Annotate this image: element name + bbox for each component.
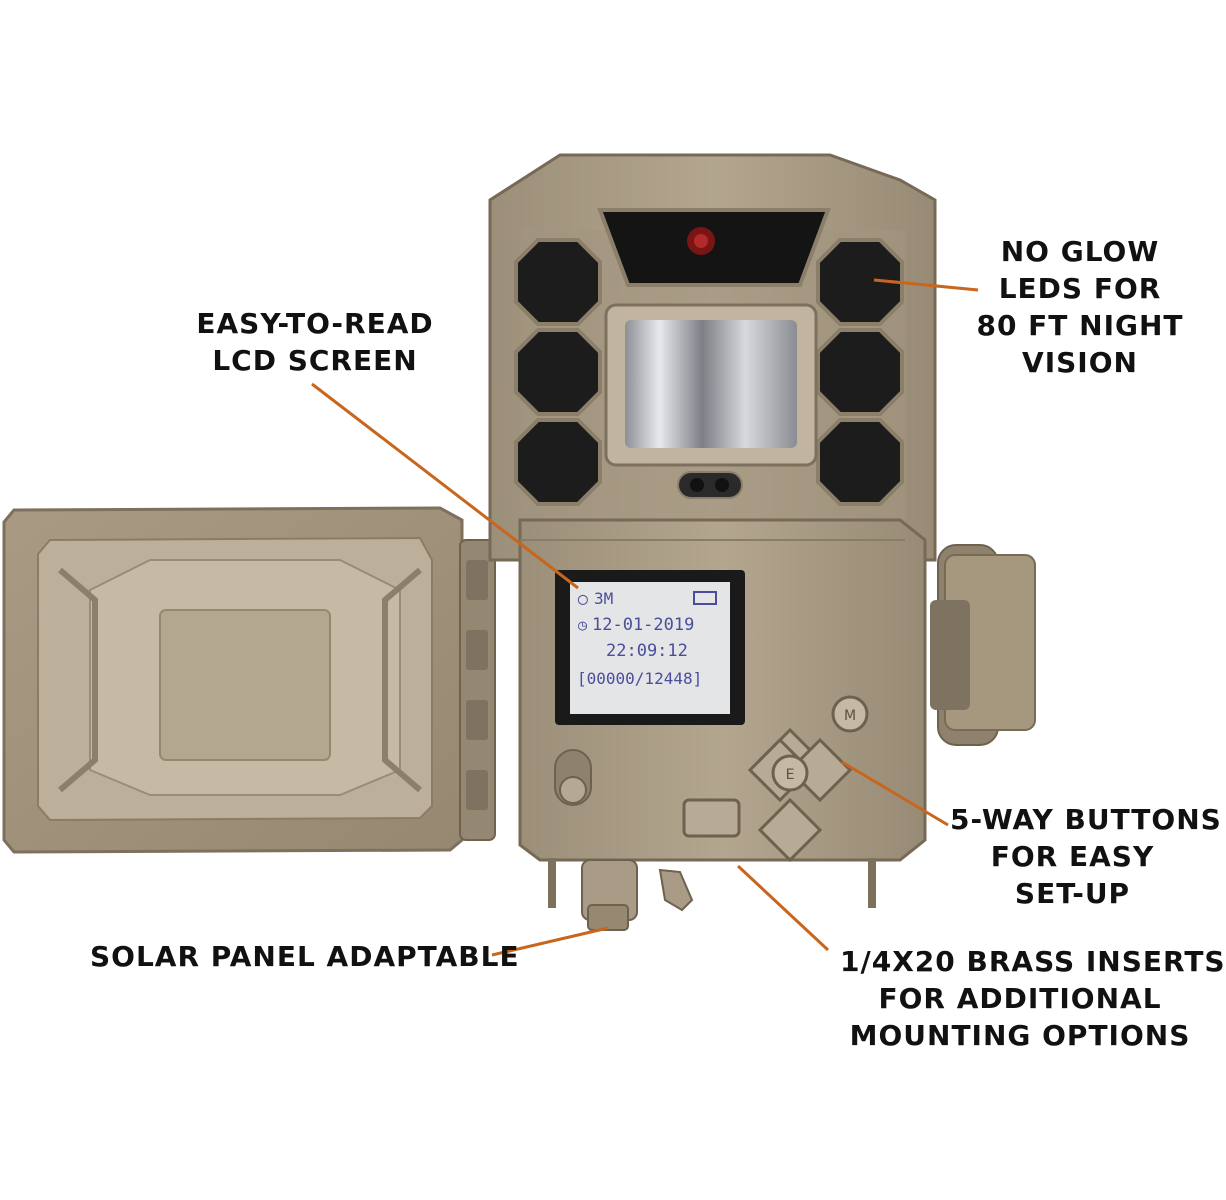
camera-icon: ◯ xyxy=(577,589,588,608)
battery-icon xyxy=(693,591,717,605)
callout-no-glow-leds: NO GLOW LEDS FOR 80 FT NIGHT VISION xyxy=(976,235,1184,379)
callout-lcd-screen: EASY-TO-READ LCD SCREEN xyxy=(196,307,434,377)
trigger-button[interactable] xyxy=(682,798,741,838)
pir-sensor xyxy=(604,303,818,467)
camera-lens-window xyxy=(597,208,831,287)
lcd-time: 22:09:12 xyxy=(606,641,688,661)
power-switch[interactable] xyxy=(554,749,592,806)
hinge xyxy=(459,539,496,841)
trail-camera-illustration: ◯ 3M ◷ 12-01-2019 22:09:12 [00000/12448]… xyxy=(2,153,1036,957)
solar-port xyxy=(581,859,694,931)
callout-brass-inserts: 1/4X20 BRASS INSERTS FOR ADDITIONAL MOUN… xyxy=(840,945,1226,1052)
ir-led-array xyxy=(514,238,904,506)
battery-door xyxy=(2,506,464,854)
lcd-clock-icon: ◷ xyxy=(578,616,587,634)
strap-latch xyxy=(930,544,1036,746)
enter-button[interactable]: E xyxy=(786,767,795,783)
mounting-feet xyxy=(548,858,876,908)
lcd-counter: [00000/12448] xyxy=(577,669,702,688)
five-way-buttons[interactable]: E xyxy=(747,727,853,863)
callout-five-way-buttons: 5-WAY BUTTONS FOR EASY SET-UP xyxy=(950,803,1222,910)
lcd-screen: ◯ 3M ◷ 12-01-2019 22:09:12 [00000/12448] xyxy=(555,570,745,725)
callout-solar-panel: SOLAR PANEL ADAPTABLE xyxy=(90,940,520,973)
light-sensor xyxy=(677,471,743,499)
menu-button-label: M xyxy=(844,708,856,724)
leader-lines xyxy=(311,278,979,957)
lcd-mode: 3M xyxy=(594,589,613,608)
menu-button[interactable]: M xyxy=(831,695,869,733)
lcd-date: 12-01-2019 xyxy=(592,615,694,635)
